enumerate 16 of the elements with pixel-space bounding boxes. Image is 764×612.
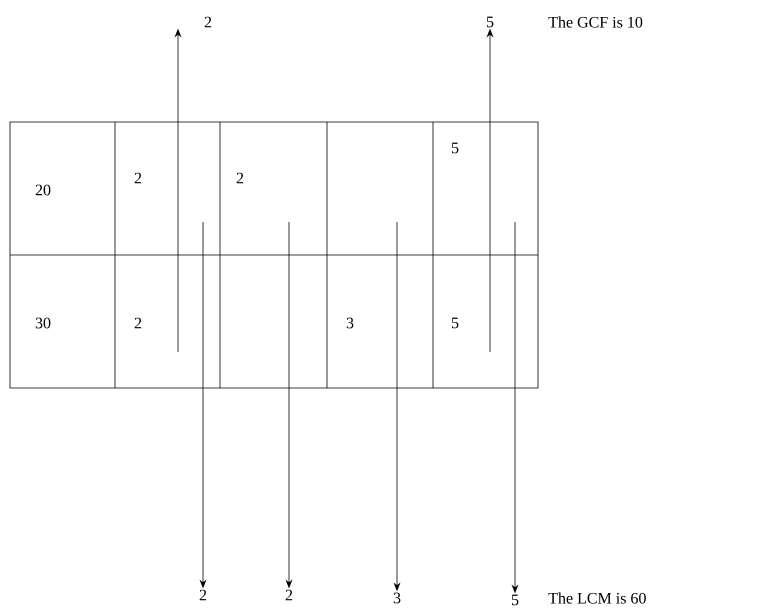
table-cell-number: 5 xyxy=(452,318,458,328)
table-cell-number: 2 xyxy=(236,172,244,184)
factor-number: 5 xyxy=(512,594,518,606)
table-cell-number: 5 xyxy=(452,142,458,154)
table-cell-number: 2 xyxy=(134,318,142,328)
factor-number: 2 xyxy=(286,590,292,600)
table-cell-number: 3 xyxy=(346,318,354,328)
table-cell-number: 20 xyxy=(36,184,50,196)
factor-number: 2 xyxy=(204,16,212,28)
note-text: The GCF is 10 xyxy=(548,16,642,28)
factor-number: 3 xyxy=(394,592,400,604)
factor-number: 2 xyxy=(200,590,206,600)
table-cell-number: 30 xyxy=(36,318,50,328)
factor-number: 5 xyxy=(486,16,494,28)
note-text: The LCM is 60 xyxy=(548,592,646,604)
table-cell-number: 2 xyxy=(134,172,142,184)
